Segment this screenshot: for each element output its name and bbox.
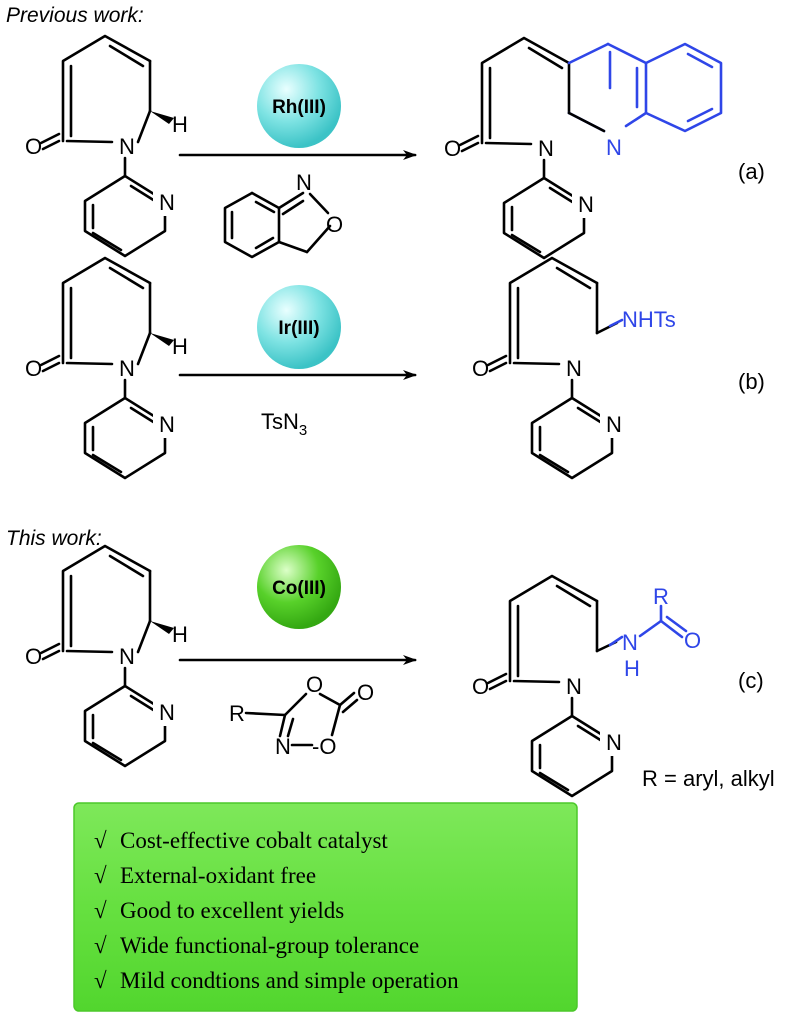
feature-box: √ Cost-effective cobalt catalyst √ Exter…: [73, 802, 578, 1012]
reaction-b: Ir(III) TsN3 NHTs (b): [23, 256, 765, 480]
reaction-label-a: (a): [738, 159, 765, 184]
reagent-anthranil: N O: [223, 170, 343, 259]
catalyst-label-rh: Rh(III): [272, 97, 326, 118]
check-mark: √: [94, 828, 107, 853]
r-group-definition: R = aryl, alkyl: [642, 766, 775, 791]
heading-this-work: This work:: [6, 527, 102, 550]
svg-text:R: R: [229, 701, 245, 726]
check-mark: √: [94, 898, 107, 923]
feature-item: √ Good to excellent yields: [94, 898, 344, 923]
starting-material-a: [23, 34, 190, 258]
reaction-label-b: (b): [738, 369, 765, 394]
reagent-tsn3: TsN3: [261, 409, 307, 439]
heading-previous-work: Previous work:: [6, 4, 144, 27]
starting-material-b: [23, 256, 190, 480]
svg-text:H: H: [624, 656, 640, 681]
feature-item: √ Wide functional-group tolerance: [94, 933, 419, 958]
product-b: NHTs: [470, 256, 676, 480]
check-mark: √: [94, 968, 107, 993]
reaction-a: Rh(III) N O: [23, 34, 765, 260]
feature-text: Cost-effective cobalt catalyst: [120, 828, 388, 853]
reagent-dioxazolone: R O O N -O: [229, 672, 374, 759]
catalyst-ball-co: [257, 545, 341, 629]
catalyst-ball-rh: [257, 64, 341, 148]
r-group-product: R: [653, 584, 669, 609]
catalyst-ball-ir: [257, 285, 341, 369]
reaction-label-c: (c): [738, 668, 764, 693]
svg-text:O: O: [306, 672, 323, 697]
feature-item: √ Cost-effective cobalt catalyst: [94, 828, 388, 853]
feature-item: √ External-oxidant free: [94, 863, 316, 888]
product-c: N H R O: [470, 574, 701, 798]
feature-text: Good to excellent yields: [120, 898, 344, 923]
svg-text:O: O: [684, 628, 701, 653]
svg-text:N: N: [606, 135, 622, 160]
catalyst-label-ir: Ir(III): [278, 318, 319, 339]
check-mark: √: [94, 933, 107, 958]
svg-text:N: N: [296, 170, 312, 195]
svg-text:-O: -O: [312, 734, 336, 759]
product-a: N: [442, 36, 723, 260]
feature-text: Wide functional-group tolerance: [120, 933, 419, 958]
svg-text:O: O: [326, 212, 343, 237]
feature-item: √ Mild condtions and simple operation: [94, 968, 459, 993]
check-mark: √: [94, 863, 107, 888]
starting-material-c: [23, 544, 190, 768]
feature-text: Mild condtions and simple operation: [120, 968, 459, 993]
feature-text: External-oxidant free: [120, 863, 316, 888]
reaction-c: Co(III) R O O N -O N H: [23, 544, 775, 798]
svg-text:N: N: [622, 630, 638, 655]
catalyst-label-co: Co(III): [272, 578, 326, 599]
svg-text:N: N: [275, 734, 291, 759]
svg-text:O: O: [357, 680, 374, 705]
nhts-group: NHTs: [622, 307, 676, 332]
